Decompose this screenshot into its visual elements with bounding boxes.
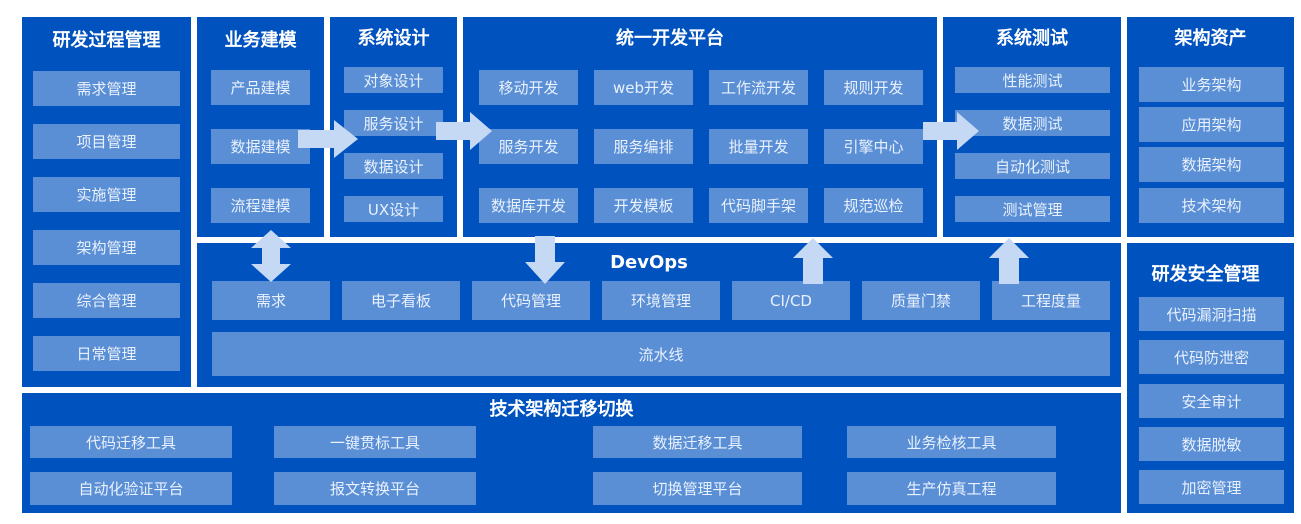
panel-title: 业务建模: [224, 30, 297, 51]
box-batch-dev: 批量开发: [709, 129, 808, 164]
panel-system-test: 系统测试 性能测试 数据测试 自动化测试 测试管理: [943, 17, 1121, 237]
panel-arch-assets: 架构资产 业务架构 应用架构 数据架构 技术架构: [1127, 17, 1294, 237]
box-business-arch: 业务架构: [1139, 67, 1284, 102]
arrow-bidirectional-icon: [251, 230, 291, 282]
box-service-design: 服务设计: [344, 110, 443, 136]
box-one-click-standard-tool: 一键贯标工具: [274, 426, 476, 458]
box-requirement-mgmt: 需求管理: [33, 71, 180, 106]
box-code-scaffold: 代码脚手架: [709, 188, 808, 223]
box-product-modeling: 产品建模: [211, 70, 310, 105]
panel-title: 技术架构迁移切换: [489, 399, 634, 420]
panel-title: DevOps: [610, 252, 688, 273]
box-workflow-dev: 工作流开发: [709, 70, 808, 105]
box-business-check-tool: 业务检核工具: [847, 426, 1056, 458]
box-service-dev: 服务开发: [479, 129, 578, 164]
arrow-right-icon: [298, 120, 358, 158]
box-service-orchestration: 服务编排: [594, 129, 693, 164]
panel-dev-platform: 统一开发平台 移动开发 web开发 工作流开发 规则开发 服务开发 服务编排 批…: [463, 17, 937, 237]
box-quality-gate: 质量门禁: [862, 281, 980, 320]
box-data-modeling: 数据建模: [211, 129, 310, 164]
box-data-masking: 数据脱敏: [1139, 427, 1284, 461]
panel-rd-process: 研发过程管理 需求管理 项目管理 实施管理 架构管理 综合管理 日常管理: [22, 17, 191, 387]
box-e-kanban: 电子看板: [342, 281, 460, 320]
box-ci-cd: CI/CD: [732, 281, 850, 320]
panel-title: 系统设计: [357, 28, 430, 49]
box-performance-test: 性能测试: [955, 67, 1110, 93]
box-spec-inspection: 规范巡检: [824, 188, 923, 223]
arrow-down-icon: [525, 236, 565, 284]
box-architecture-mgmt: 架构管理: [33, 230, 180, 265]
box-web-dev: web开发: [594, 70, 693, 105]
box-data-arch: 数据架构: [1139, 147, 1284, 182]
box-data-migration-tool: 数据迁移工具: [593, 426, 802, 458]
box-mobile-dev: 移动开发: [479, 70, 578, 105]
panel-migration: 技术架构迁移切换 代码迁移工具 一键贯标工具 数据迁移工具 业务检核工具 自动化…: [22, 393, 1121, 513]
panel-title: 研发过程管理: [52, 30, 161, 51]
box-process-modeling: 流程建模: [211, 188, 310, 223]
box-env-mgmt: 环境管理: [602, 281, 720, 320]
box-code-mgmt: 代码管理: [472, 281, 590, 320]
arrow-up-icon: [989, 238, 1029, 284]
box-code-migration-tool: 代码迁移工具: [30, 426, 232, 458]
panel-security: 研发安全管理 代码漏洞扫描 代码防泄密 安全审计 数据脱敏 加密管理: [1127, 243, 1294, 513]
box-production-simulation: 生产仿真工程: [847, 472, 1056, 505]
arrow-right-icon: [923, 112, 979, 150]
box-test-mgmt: 测试管理: [955, 196, 1110, 222]
panel-business-modeling: 业务建模 产品建模 数据建模 流程建模: [197, 17, 324, 237]
box-implementation-mgmt: 实施管理: [33, 177, 180, 212]
box-tech-arch: 技术架构: [1139, 188, 1284, 223]
box-general-mgmt: 综合管理: [33, 283, 180, 318]
panel-system-design: 系统设计 对象设计 服务设计 数据设计 UX设计: [330, 17, 457, 237]
box-requirement: 需求: [212, 281, 330, 320]
box-automation-test: 自动化测试: [955, 153, 1110, 179]
box-data-design: 数据设计: [344, 153, 443, 179]
arrow-up-icon: [793, 238, 833, 284]
panel-title: 研发安全管理: [1151, 264, 1260, 285]
panel-title: 统一开发平台: [616, 28, 724, 49]
box-project-mgmt: 项目管理: [33, 124, 180, 159]
box-engine-center: 引擎中心: [824, 129, 923, 164]
box-message-conversion-platform: 报文转换平台: [274, 472, 476, 505]
box-rule-dev: 规则开发: [824, 70, 923, 105]
box-switch-mgmt-platform: 切换管理平台: [593, 472, 802, 505]
box-application-arch: 应用架构: [1139, 107, 1284, 142]
panel-devops: DevOps 需求 电子看板 代码管理 环境管理 CI/CD 质量门禁 工程度量…: [197, 243, 1121, 387]
box-daily-mgmt: 日常管理: [33, 336, 180, 371]
box-pipeline: 流水线: [212, 332, 1110, 376]
box-database-dev: 数据库开发: [479, 188, 578, 223]
box-code-vuln-scan: 代码漏洞扫描: [1139, 297, 1284, 331]
box-engineering-metrics: 工程度量: [992, 281, 1110, 320]
box-ux-design: UX设计: [344, 196, 443, 222]
box-encryption-mgmt: 加密管理: [1139, 470, 1284, 504]
box-auto-verification-platform: 自动化验证平台: [30, 472, 232, 505]
box-code-leak-prevention: 代码防泄密: [1139, 340, 1284, 374]
box-data-test: 数据测试: [955, 110, 1110, 136]
panel-title: 系统测试: [996, 28, 1068, 49]
box-dev-template: 开发模板: [594, 188, 693, 223]
box-security-audit: 安全审计: [1139, 384, 1284, 418]
box-object-design: 对象设计: [344, 67, 443, 93]
panel-title: 架构资产: [1174, 28, 1247, 49]
arrow-right-icon: [436, 112, 492, 150]
